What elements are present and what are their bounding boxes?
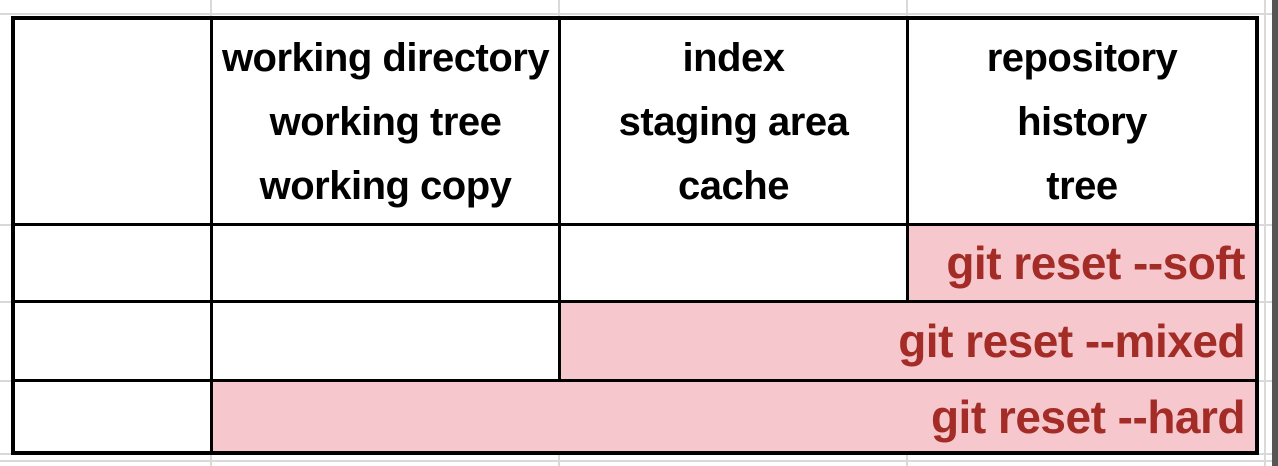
cell-soft-index bbox=[561, 226, 909, 303]
cell-soft-empty-1 bbox=[15, 226, 213, 303]
cell-soft-working-directory bbox=[213, 226, 561, 303]
header-line: staging area bbox=[618, 99, 849, 144]
gridline bbox=[0, 13, 1278, 15]
command-label: git reset --hard bbox=[930, 390, 1246, 443]
command-label: git reset --soft bbox=[946, 237, 1245, 289]
cell-mixed-empty-1 bbox=[15, 303, 213, 382]
header-line: working directory bbox=[221, 35, 550, 80]
header-line: repository bbox=[986, 35, 1178, 80]
header-cell-empty bbox=[15, 20, 213, 226]
header-cell-index: index staging area cache bbox=[561, 20, 909, 226]
gridline bbox=[1264, 0, 1266, 466]
header-line: tree bbox=[1046, 163, 1118, 208]
header-line: history bbox=[1017, 99, 1147, 144]
gridline bbox=[0, 460, 1278, 462]
git-reset-table: working directory working tree working c… bbox=[11, 16, 1259, 455]
header-line: index bbox=[682, 35, 785, 80]
header-line: working tree bbox=[269, 99, 502, 144]
header-line: cache bbox=[678, 163, 789, 208]
cell-hard-highlight: git reset --hard bbox=[213, 382, 1255, 451]
header-cell-working-directory: working directory working tree working c… bbox=[213, 20, 561, 226]
cell-mixed-highlight: git reset --mixed bbox=[561, 303, 1255, 382]
window-edge-strip bbox=[1272, 0, 1278, 466]
command-label: git reset --mixed bbox=[898, 315, 1245, 367]
cell-soft-highlight: git reset --soft bbox=[909, 226, 1255, 303]
header-cell-repository: repository history tree bbox=[909, 20, 1255, 226]
header-line: working copy bbox=[259, 163, 512, 208]
cell-mixed-working-directory bbox=[213, 303, 561, 382]
cell-hard-empty-1 bbox=[15, 382, 213, 451]
